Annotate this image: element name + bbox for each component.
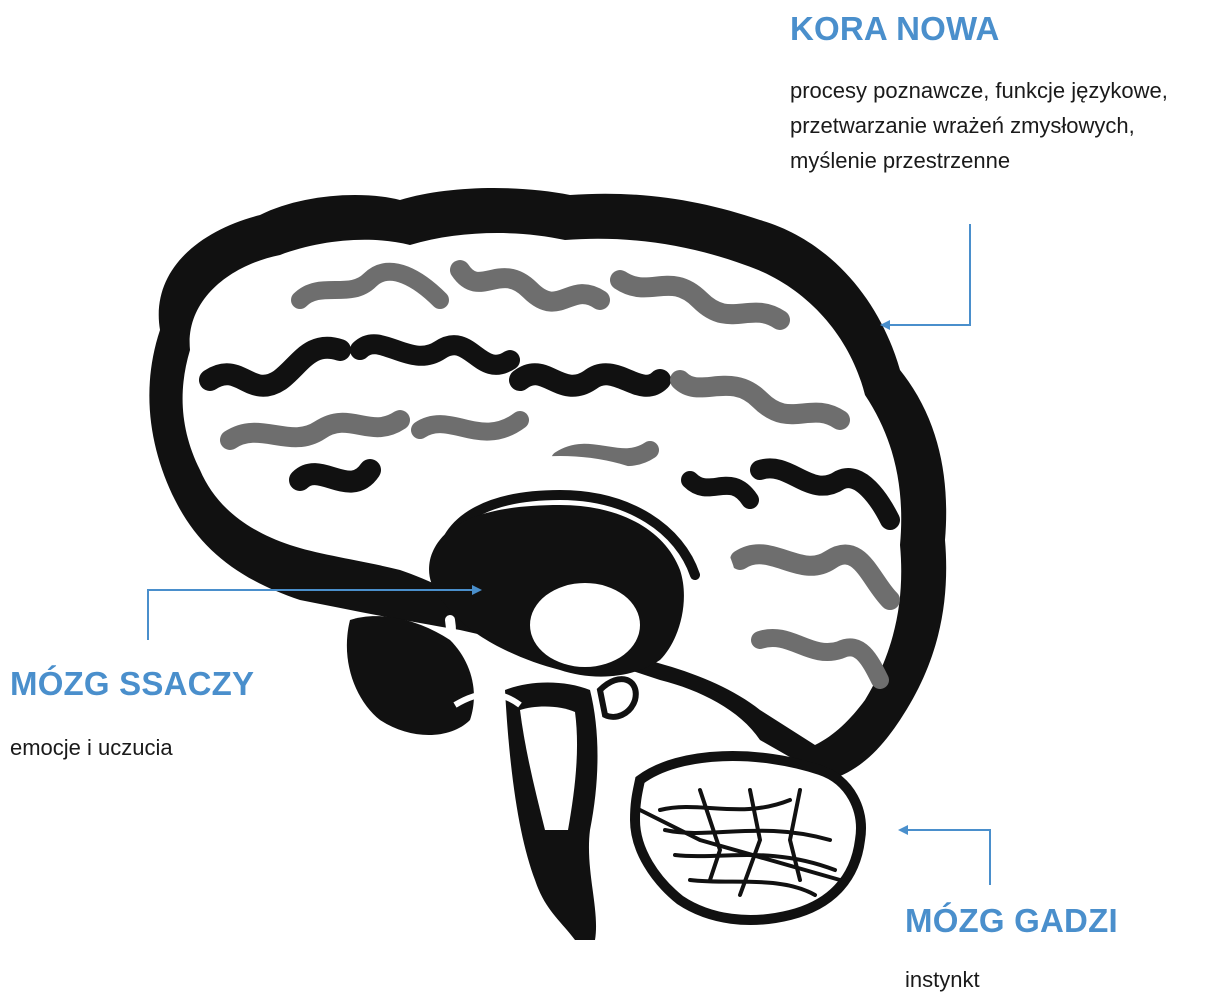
mammalian-line-1: emocje i uczucia bbox=[10, 730, 173, 765]
reptilian-arrow bbox=[900, 830, 990, 885]
neocortex-title: KORA NOWA bbox=[790, 10, 1000, 48]
mammalian-title: MÓZG SSACZY bbox=[10, 665, 254, 703]
neocortex-line-3: myślenie przestrzenne bbox=[790, 143, 1168, 178]
gyri-fill bbox=[183, 233, 902, 745]
reptilian-title: MÓZG GADZI bbox=[905, 902, 1118, 940]
neocortex-line-2: przetwarzanie wrażeń zmysłowych, bbox=[790, 108, 1168, 143]
neocortex-arrow bbox=[882, 224, 970, 325]
mammalian-description: emocje i uczucia bbox=[10, 730, 173, 765]
neocortex-line-1: procesy poznawcze, funkcje językowe, bbox=[790, 73, 1168, 108]
neocortex-description: procesy poznawcze, funkcje językowe, prz… bbox=[790, 73, 1168, 178]
reptilian-description: instynkt bbox=[905, 962, 980, 997]
reptilian-line-1: instynkt bbox=[905, 962, 980, 997]
thalamus bbox=[530, 583, 640, 667]
